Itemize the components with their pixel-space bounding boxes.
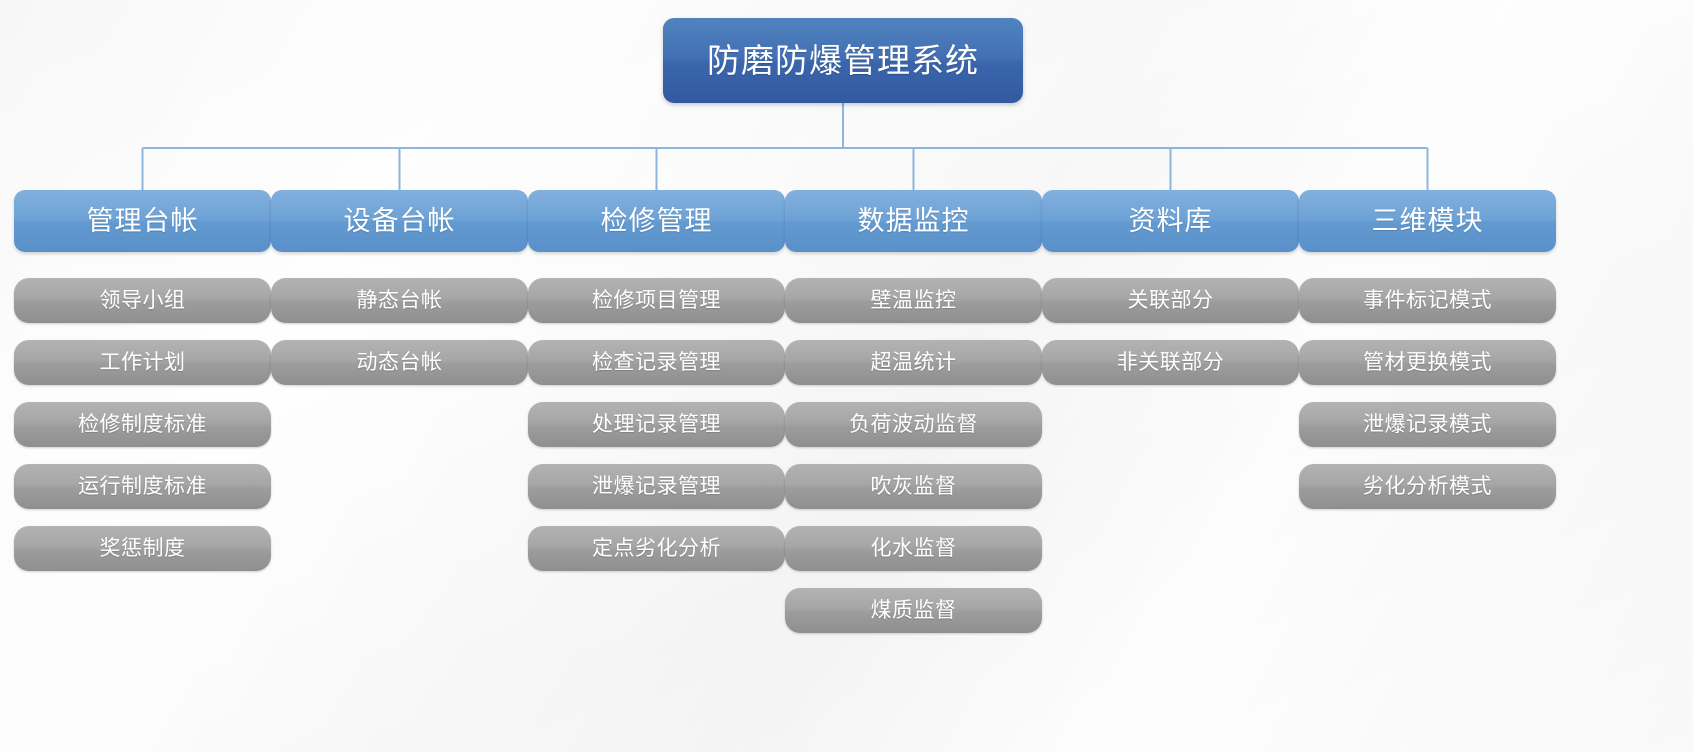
branch-node-label: 三维模块 bbox=[1371, 205, 1484, 236]
child-node-fei-guanlian-bufen[interactable]: 非关联部分 bbox=[1042, 340, 1299, 385]
child-node-label: 工作计划 bbox=[99, 351, 186, 374]
branch-node-shuju-jiankong[interactable]: 数据监控 bbox=[785, 190, 1042, 252]
child-node-label: 奖惩制度 bbox=[99, 537, 186, 560]
child-node-fuhe-bodong-jiandu[interactable]: 负荷波动监督 bbox=[785, 402, 1042, 447]
child-node-biwen-jiankong[interactable]: 壁温监控 bbox=[785, 278, 1042, 323]
child-node-label: 泄爆记录管理 bbox=[592, 475, 721, 498]
child-node-jiancha-jilu-guanli[interactable]: 检查记录管理 bbox=[528, 340, 785, 385]
child-node-huashui-jiandu[interactable]: 化水监督 bbox=[785, 526, 1042, 571]
child-node-guancai-genghuan-moshi[interactable]: 管材更换模式 bbox=[1299, 340, 1556, 385]
branch-column-jianxiu-guanli: 检修管理 检修项目管理 检查记录管理 处理记录管理 泄爆记录管理 定点劣化分析 bbox=[528, 190, 785, 571]
child-node-label: 壁温监控 bbox=[870, 289, 957, 312]
child-node-jianxiu-xiangmu-guanli[interactable]: 检修项目管理 bbox=[528, 278, 785, 323]
root-node-fangmo-fangbao-system[interactable]: 防磨防爆管理系统 bbox=[663, 18, 1023, 103]
branch-node-guanli-taizhang[interactable]: 管理台帐 bbox=[14, 190, 271, 252]
child-list: 事件标记模式 管材更换模式 泄爆记录模式 劣化分析模式 bbox=[1299, 278, 1556, 509]
child-node-jingtai-taizhang[interactable]: 静态台帐 bbox=[271, 278, 528, 323]
child-node-label: 检查记录管理 bbox=[592, 351, 721, 374]
branch-column-ziliaoku: 资料库 关联部分 非关联部分 bbox=[1042, 190, 1299, 385]
branch-node-shebei-taizhang[interactable]: 设备台帐 bbox=[271, 190, 528, 252]
root-node-label: 防磨防爆管理系统 bbox=[707, 42, 979, 79]
branch-node-label: 数据监控 bbox=[857, 205, 970, 236]
child-node-label: 静态台帐 bbox=[356, 289, 443, 312]
child-node-liehua-fenxi-moshi[interactable]: 劣化分析模式 bbox=[1299, 464, 1556, 509]
child-node-dingdian-liehua-fenxi[interactable]: 定点劣化分析 bbox=[528, 526, 785, 571]
child-node-label: 劣化分析模式 bbox=[1363, 475, 1492, 498]
child-list: 壁温监控 超温统计 负荷波动监督 吹灰监督 化水监督 煤质监督 bbox=[785, 278, 1042, 633]
child-node-label: 化水监督 bbox=[870, 537, 957, 560]
child-node-label: 超温统计 bbox=[870, 351, 957, 374]
child-node-label: 吹灰监督 bbox=[870, 475, 957, 498]
child-node-label: 处理记录管理 bbox=[592, 413, 721, 436]
child-node-label: 关联部分 bbox=[1127, 289, 1214, 312]
branch-column-shuju-jiankong: 数据监控 壁温监控 超温统计 负荷波动监督 吹灰监督 化水监督 煤质监督 bbox=[785, 190, 1042, 633]
child-node-label: 事件标记模式 bbox=[1363, 289, 1492, 312]
child-node-jiangcheng-zhidu[interactable]: 奖惩制度 bbox=[14, 526, 271, 571]
child-node-chuihui-jiandu[interactable]: 吹灰监督 bbox=[785, 464, 1042, 509]
branch-column-guanli-taizhang: 管理台帐 领导小组 工作计划 检修制度标准 运行制度标准 奖惩制度 bbox=[14, 190, 271, 571]
child-node-meizhi-jiandu[interactable]: 煤质监督 bbox=[785, 588, 1042, 633]
child-node-shijian-biaoji-moshi[interactable]: 事件标记模式 bbox=[1299, 278, 1556, 323]
child-node-gongzuo-jihua[interactable]: 工作计划 bbox=[14, 340, 271, 385]
branch-node-label: 资料库 bbox=[1128, 205, 1213, 236]
child-node-chuli-jilu-guanli[interactable]: 处理记录管理 bbox=[528, 402, 785, 447]
child-node-label: 检修制度标准 bbox=[78, 413, 207, 436]
child-node-yunxing-zhidu-biaozhun[interactable]: 运行制度标准 bbox=[14, 464, 271, 509]
branch-column-shebei-taizhang: 设备台帐 静态台帐 动态台帐 bbox=[271, 190, 528, 385]
child-node-label: 泄爆记录模式 bbox=[1363, 413, 1492, 436]
child-node-label: 动态台帐 bbox=[356, 351, 443, 374]
branch-node-label: 检修管理 bbox=[600, 205, 713, 236]
child-list: 关联部分 非关联部分 bbox=[1042, 278, 1299, 385]
branch-node-ziliaoku[interactable]: 资料库 bbox=[1042, 190, 1299, 252]
branch-node-sanwei-mokuai[interactable]: 三维模块 bbox=[1299, 190, 1556, 252]
child-node-label: 负荷波动监督 bbox=[849, 413, 978, 436]
child-node-label: 定点劣化分析 bbox=[592, 537, 721, 560]
branch-node-jianxiu-guanli[interactable]: 检修管理 bbox=[528, 190, 785, 252]
child-node-dongtai-taizhang[interactable]: 动态台帐 bbox=[271, 340, 528, 385]
branch-node-label: 设备台帐 bbox=[343, 205, 456, 236]
child-node-xiebao-jilu-guanli[interactable]: 泄爆记录管理 bbox=[528, 464, 785, 509]
child-node-label: 煤质监督 bbox=[870, 599, 957, 622]
child-node-guanlian-bufen[interactable]: 关联部分 bbox=[1042, 278, 1299, 323]
child-list: 检修项目管理 检查记录管理 处理记录管理 泄爆记录管理 定点劣化分析 bbox=[528, 278, 785, 571]
child-node-jianxiu-zhidu-biaozhun[interactable]: 检修制度标准 bbox=[14, 402, 271, 447]
child-node-xiebao-jilu-moshi[interactable]: 泄爆记录模式 bbox=[1299, 402, 1556, 447]
child-node-chaowen-tongji[interactable]: 超温统计 bbox=[785, 340, 1042, 385]
child-node-lingdao-xiaozu[interactable]: 领导小组 bbox=[14, 278, 271, 323]
child-node-label: 运行制度标准 bbox=[78, 475, 207, 498]
child-node-label: 检修项目管理 bbox=[592, 289, 721, 312]
branch-column-sanwei-mokuai: 三维模块 事件标记模式 管材更换模式 泄爆记录模式 劣化分析模式 bbox=[1299, 190, 1556, 509]
child-list: 领导小组 工作计划 检修制度标准 运行制度标准 奖惩制度 bbox=[14, 278, 271, 571]
child-node-label: 领导小组 bbox=[99, 289, 186, 312]
branch-node-label: 管理台帐 bbox=[86, 205, 199, 236]
child-list: 静态台帐 动态台帐 bbox=[271, 278, 528, 385]
child-node-label: 管材更换模式 bbox=[1363, 351, 1492, 374]
child-node-label: 非关联部分 bbox=[1116, 351, 1225, 374]
